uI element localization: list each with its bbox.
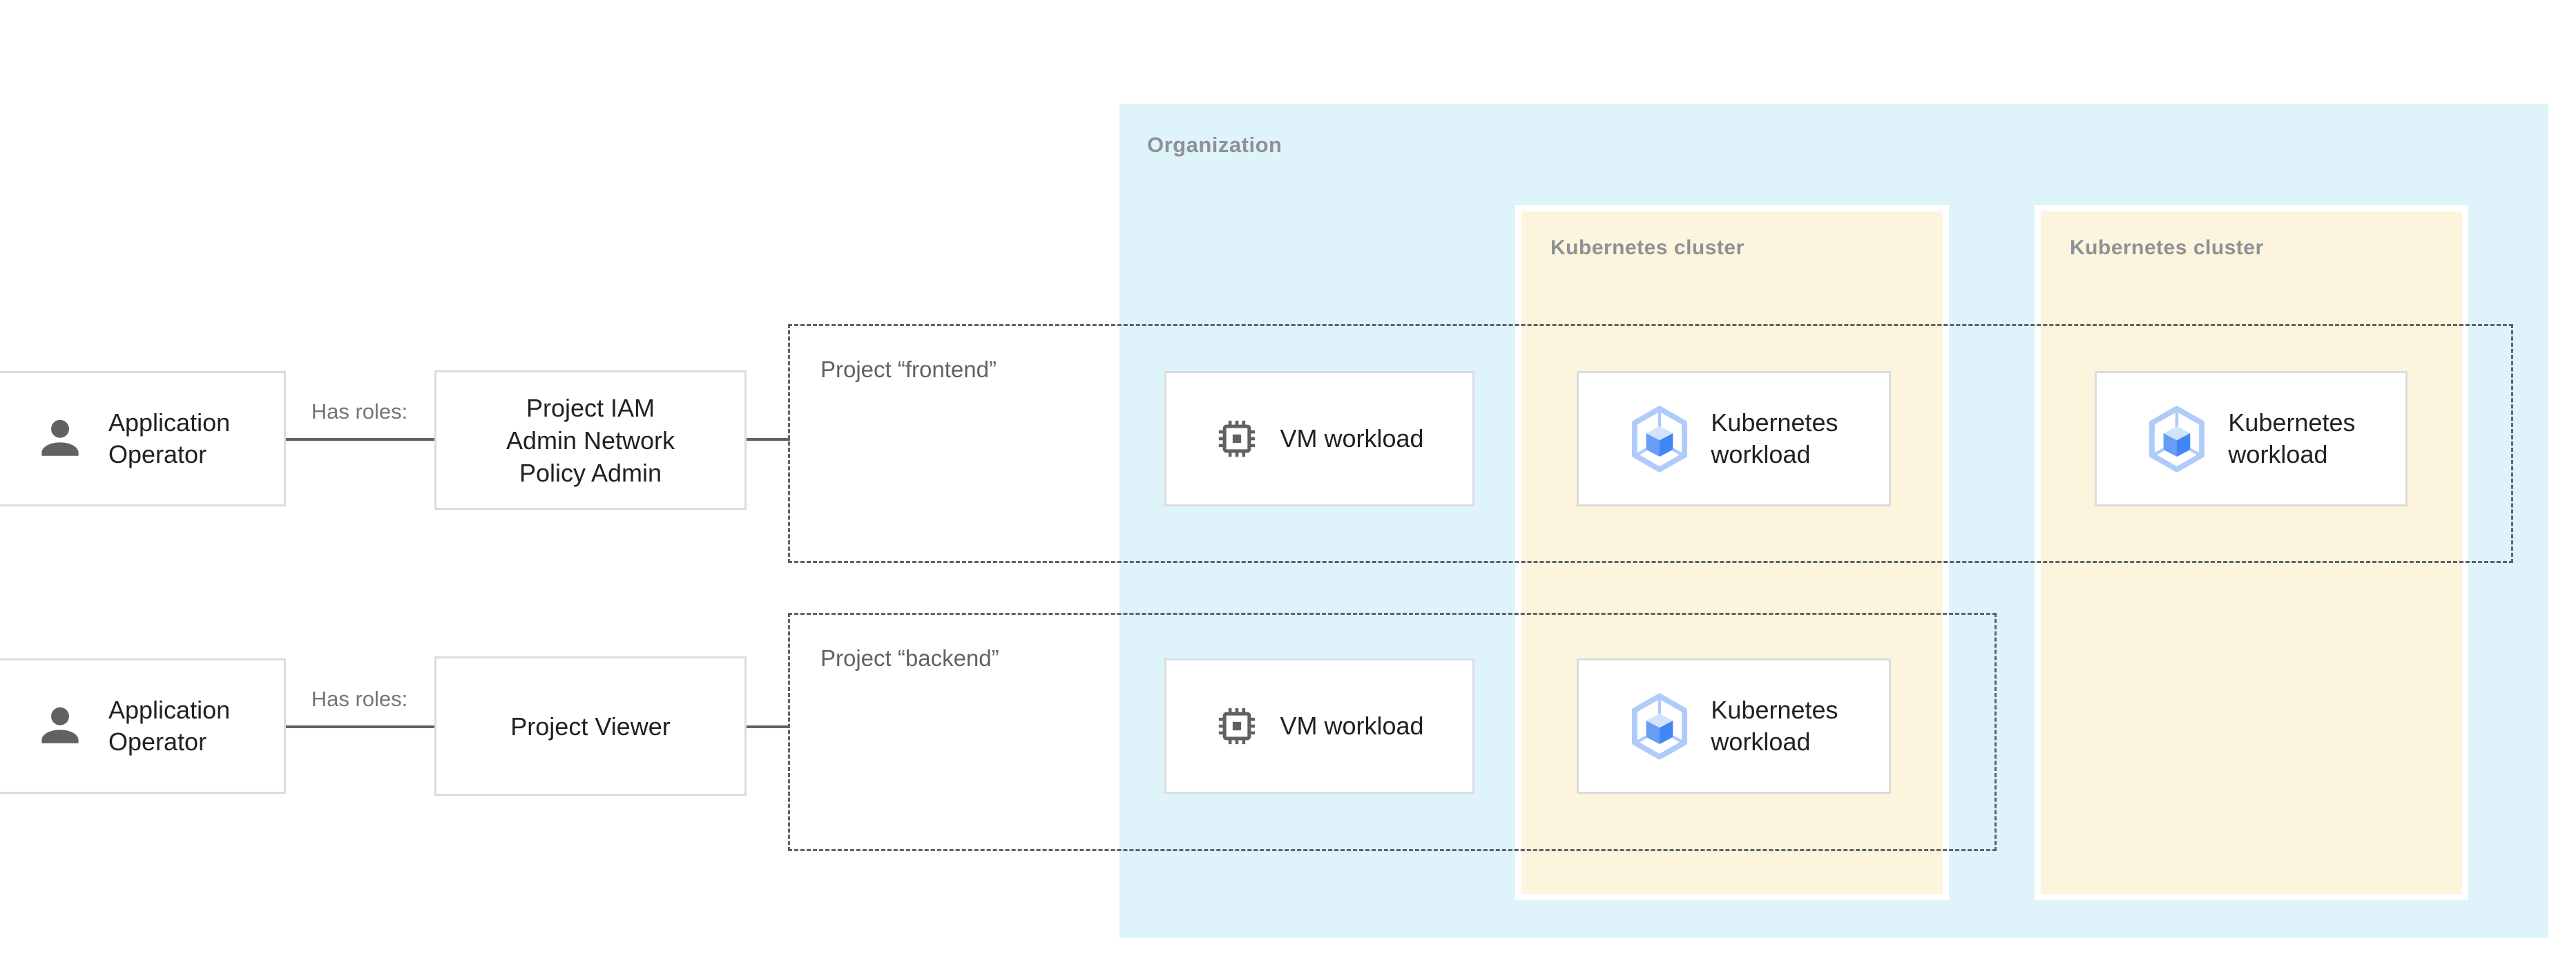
has-roles-label-2: Has roles: bbox=[311, 687, 408, 711]
workload-label: VM workload bbox=[1280, 712, 1424, 740]
kubernetes-cluster-2: Kubernetes cluster bbox=[2035, 205, 2468, 900]
actor-label: Application Operator bbox=[108, 408, 231, 468]
connector-line bbox=[285, 438, 434, 441]
person-icon bbox=[41, 707, 79, 743]
vm-chip-icon bbox=[1219, 420, 1256, 457]
connector-line bbox=[744, 725, 790, 728]
project-backend-label: Project “backend” bbox=[820, 645, 999, 671]
role-box-project-viewer: Project Viewer bbox=[434, 656, 747, 796]
project-backend-boundary: Project “backend” bbox=[788, 613, 1997, 851]
gke-hexagon-cube-icon bbox=[1632, 693, 1688, 759]
gke-hexagon-cube-icon bbox=[1632, 406, 1688, 472]
workload-label: VM workload bbox=[1280, 424, 1424, 453]
role-label: Project IAM Admin Network Policy Admin bbox=[506, 393, 675, 487]
application-operator-box-2: Application Operator bbox=[0, 658, 286, 794]
gke-hexagon-cube-icon bbox=[2149, 406, 2205, 472]
actor-label: Application Operator bbox=[108, 696, 231, 756]
kubernetes-cluster-1-label: Kubernetes cluster bbox=[1550, 236, 1744, 259]
connector-line bbox=[285, 725, 434, 728]
vm-workload-box-frontend: VM workload bbox=[1164, 371, 1474, 506]
application-operator-box-1: Application Operator bbox=[0, 371, 286, 506]
kubernetes-cluster-2-label: Kubernetes cluster bbox=[2070, 236, 2264, 259]
project-frontend-boundary: Project “frontend” bbox=[788, 324, 2513, 563]
vm-workload-box-backend: VM workload bbox=[1164, 658, 1474, 794]
kubernetes-workload-box-frontend-cluster1: Kubernetes workload bbox=[1577, 371, 1891, 506]
workload-label: Kubernetes workload bbox=[1711, 696, 1838, 756]
role-label: Project Viewer bbox=[510, 712, 671, 741]
person-icon bbox=[41, 419, 79, 456]
role-box-project-iam-admin: Project IAM Admin Network Policy Admin bbox=[434, 370, 747, 510]
project-frontend-label: Project “frontend” bbox=[820, 356, 997, 382]
kubernetes-workload-box-backend-cluster1: Kubernetes workload bbox=[1577, 658, 1891, 794]
has-roles-label-1: Has roles: bbox=[311, 399, 408, 424]
workload-label: Kubernetes workload bbox=[1711, 408, 1838, 468]
kubernetes-workload-box-frontend-cluster2: Kubernetes workload bbox=[2095, 371, 2407, 506]
vm-chip-icon bbox=[1219, 707, 1256, 745]
organization-label: Organization bbox=[1147, 133, 1282, 157]
connector-line bbox=[744, 438, 790, 441]
workload-label: Kubernetes workload bbox=[2228, 408, 2356, 468]
